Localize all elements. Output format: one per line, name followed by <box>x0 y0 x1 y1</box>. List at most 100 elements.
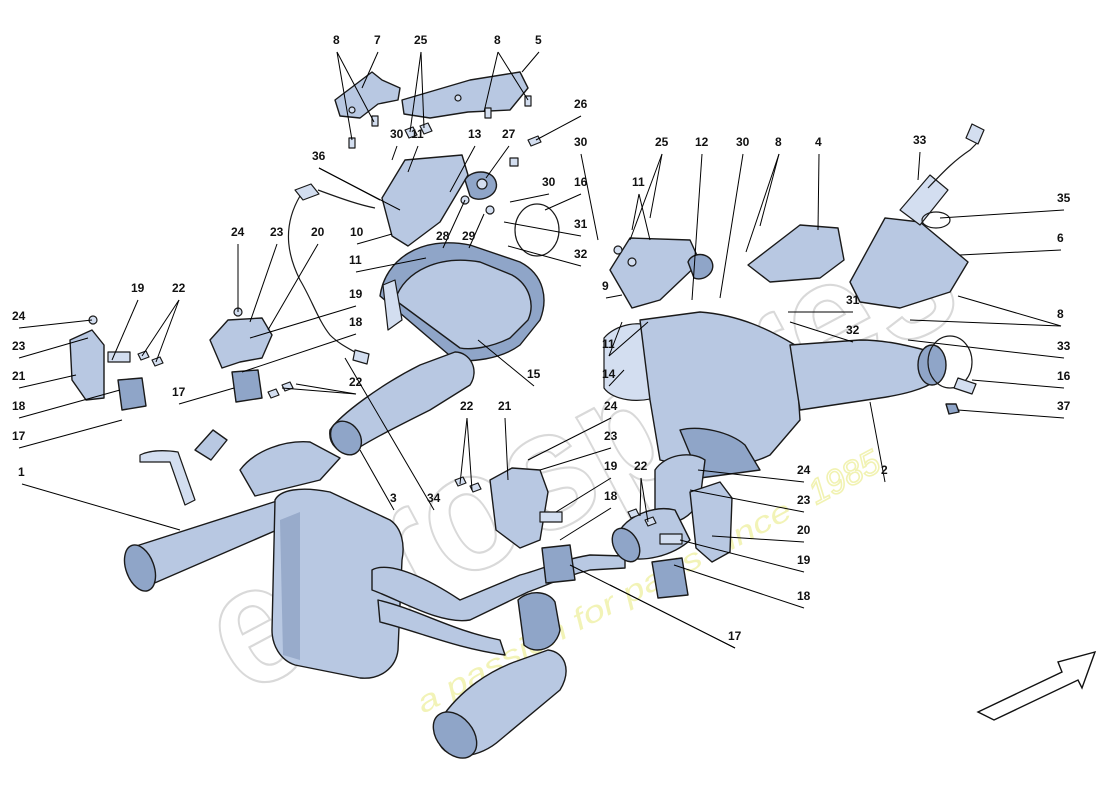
callout-leader <box>609 584 736 649</box>
callout-label: 23 <box>604 429 618 443</box>
callout-leader <box>503 221 582 237</box>
callout-label: 19 <box>349 287 363 301</box>
callout-label: 24 <box>231 225 245 239</box>
callout-label: 33 <box>913 133 927 147</box>
callout-leader <box>759 153 780 227</box>
callout-leader <box>507 245 582 267</box>
callout-label: 19 <box>797 553 811 567</box>
right-hanger-bracket <box>609 237 714 309</box>
callout-leader <box>485 145 510 179</box>
callout-label: 23 <box>797 493 811 507</box>
callout-label: 3 <box>390 491 397 505</box>
callout-leader <box>555 477 612 513</box>
callout-leader <box>957 409 1065 419</box>
callout-leader <box>483 51 499 113</box>
callout-leader <box>640 477 649 523</box>
callout-leader <box>608 321 623 357</box>
callout-leader <box>356 233 393 245</box>
callout-label: 27 <box>502 127 516 141</box>
callout-leader <box>336 51 353 141</box>
callout-leader <box>267 243 319 331</box>
callout-leader <box>909 319 1062 327</box>
callout-label: 37 <box>1057 399 1071 413</box>
callout-label: 35 <box>1057 191 1071 205</box>
callout-leader <box>509 193 550 203</box>
callout-leader <box>18 419 123 449</box>
callout-leader <box>442 199 466 249</box>
callout-leader <box>359 449 395 511</box>
callout-label: 1 <box>18 465 25 479</box>
callout-label: 8 <box>775 135 782 149</box>
clamp-16-left <box>514 203 560 257</box>
callout-label: 17 <box>12 429 26 443</box>
callout-leader <box>631 193 640 231</box>
callout-leader <box>691 153 703 301</box>
callout-leader <box>527 417 612 461</box>
callout-leader <box>361 51 379 89</box>
callout-label: 30 <box>574 135 588 149</box>
callout-leader <box>638 193 651 241</box>
callout-label: 17 <box>172 385 186 399</box>
callout-label: 22 <box>172 281 186 295</box>
callout-label: 30 <box>390 127 404 141</box>
callout-leader <box>241 333 357 373</box>
callout-leader <box>673 564 805 609</box>
callout-label: 7 <box>374 33 381 47</box>
callout-leader <box>719 153 744 299</box>
callout-label: 17 <box>728 629 742 643</box>
callout-label: 18 <box>12 399 26 413</box>
callout-leader <box>711 535 805 543</box>
callout-leader <box>939 209 1065 219</box>
callout-leader <box>111 299 139 361</box>
callout-leader <box>18 374 77 389</box>
callout-label: 16 <box>574 175 588 189</box>
callout-label: 22 <box>634 459 648 473</box>
callout-leader <box>917 151 921 181</box>
callout-label: 16 <box>1057 369 1071 383</box>
callout-leader <box>477 339 535 387</box>
callout-label: 8 <box>1057 307 1064 321</box>
callout-label: 26 <box>574 97 588 111</box>
callout-leader <box>420 51 425 129</box>
callout-label: 4 <box>815 135 822 149</box>
callout-label: 25 <box>414 33 428 47</box>
callout-label: 24 <box>12 309 26 323</box>
callout-label: 8 <box>333 33 340 47</box>
left-mount-bracket <box>209 307 294 403</box>
callout-leader <box>178 387 235 405</box>
callout-leader <box>539 447 612 471</box>
callout-leader <box>336 51 375 123</box>
callout-label: 18 <box>797 589 811 603</box>
callout-leader <box>409 51 422 133</box>
callout-label: 34 <box>427 491 441 505</box>
callout-leader <box>295 383 357 395</box>
left-catalytic-converter <box>329 242 545 456</box>
callout-label: 36 <box>312 149 326 163</box>
callout-leader <box>959 249 1062 256</box>
callout-leader <box>459 417 468 485</box>
callout-label: 23 <box>270 225 284 239</box>
upper-heat-shield-bracket <box>334 71 529 119</box>
callout-leader <box>649 153 663 219</box>
callout-label: 11 <box>632 175 645 189</box>
callout-leader <box>249 305 357 339</box>
callout-leader <box>249 243 278 323</box>
callout-label: 14 <box>602 367 616 381</box>
callout-leader <box>679 539 805 573</box>
callout-leader <box>344 357 435 511</box>
callout-label: 31 <box>574 217 588 231</box>
callout-leader <box>605 294 623 299</box>
rear-silencer <box>123 429 626 759</box>
callout-leader <box>971 379 1065 389</box>
callout-label: 24 <box>604 399 618 413</box>
callout-leader <box>817 153 820 231</box>
callout-label: 6 <box>1057 231 1064 245</box>
callout-leader <box>355 257 427 273</box>
callout-label: 21 <box>12 369 26 383</box>
callout-leader <box>318 167 401 211</box>
callout-leader <box>544 193 582 211</box>
callout-leader <box>468 213 485 249</box>
callout-leader <box>907 339 1065 359</box>
callout-label: 2 <box>881 463 888 477</box>
